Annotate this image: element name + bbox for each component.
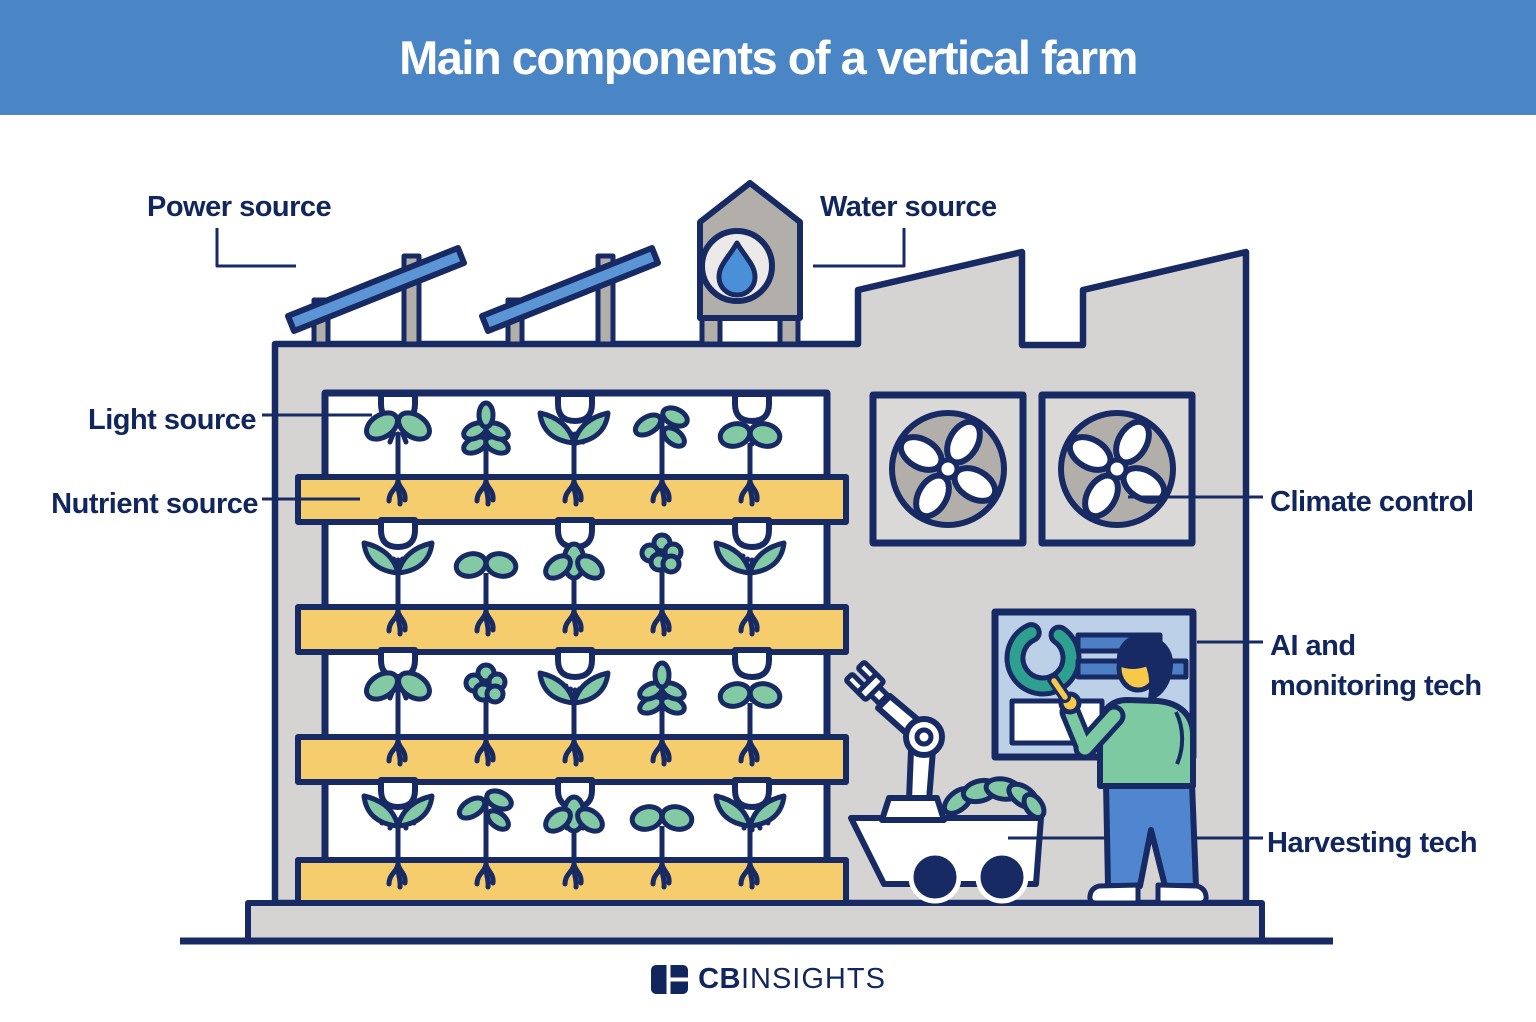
cbinsights-icon	[651, 965, 689, 994]
person-finger	[1047, 673, 1071, 703]
water-source-label: Water source	[820, 191, 997, 223]
ai-monitoring-label: AI and monitoring tech	[1270, 626, 1482, 706]
person-shoe-left	[1087, 882, 1141, 906]
light-source-label: Light source	[87, 404, 257, 436]
nutrient-source-label: Nutrient source	[51, 488, 258, 520]
climate-control-label: Climate control	[1270, 486, 1474, 518]
person-shoe-right	[1155, 882, 1209, 906]
brand-logo: CBINSIGHTS	[0, 963, 1536, 996]
donut-gauge-icon	[1004, 622, 1082, 697]
cart-wheel-1	[908, 850, 962, 904]
cart-wheel-2	[975, 850, 1029, 904]
water-drop-icon	[716, 240, 758, 298]
harvested-leaves	[941, 776, 1047, 821]
grow-rack	[295, 389, 849, 906]
brand-name-bold: CB	[698, 963, 741, 995]
fan-icon-1	[873, 395, 1023, 543]
power-source-label: Power source	[147, 191, 332, 223]
header-bar: Main components of a vertical farm	[0, 0, 1536, 115]
water-tank-icon	[697, 180, 803, 347]
harvest-robot-icon	[844, 660, 1047, 904]
base-platform	[245, 900, 1265, 944]
ai-monitoring-label-line2: monitoring tech	[1270, 670, 1482, 703]
solar-panel-icon-1	[288, 248, 464, 344]
brand-name-light: INSIGHTS	[740, 963, 886, 995]
water-connector	[813, 228, 906, 268]
ai-monitoring-label-line1: AI and	[1270, 630, 1356, 662]
person-hair	[1116, 633, 1174, 701]
solar-panel-icon-2	[482, 248, 658, 344]
brand-name: CBINSIGHTS	[698, 963, 886, 996]
robot-arm-icon	[844, 660, 947, 823]
fan-icon-2	[1042, 395, 1192, 543]
harvesting-tech-label: Harvesting tech	[1267, 827, 1478, 859]
person-figure	[1047, 633, 1209, 906]
connector-lines	[215, 228, 1263, 840]
person-pointing-arm	[1059, 701, 1126, 760]
power-connector	[215, 228, 296, 268]
page-title: Main components of a vertical farm	[399, 31, 1138, 84]
